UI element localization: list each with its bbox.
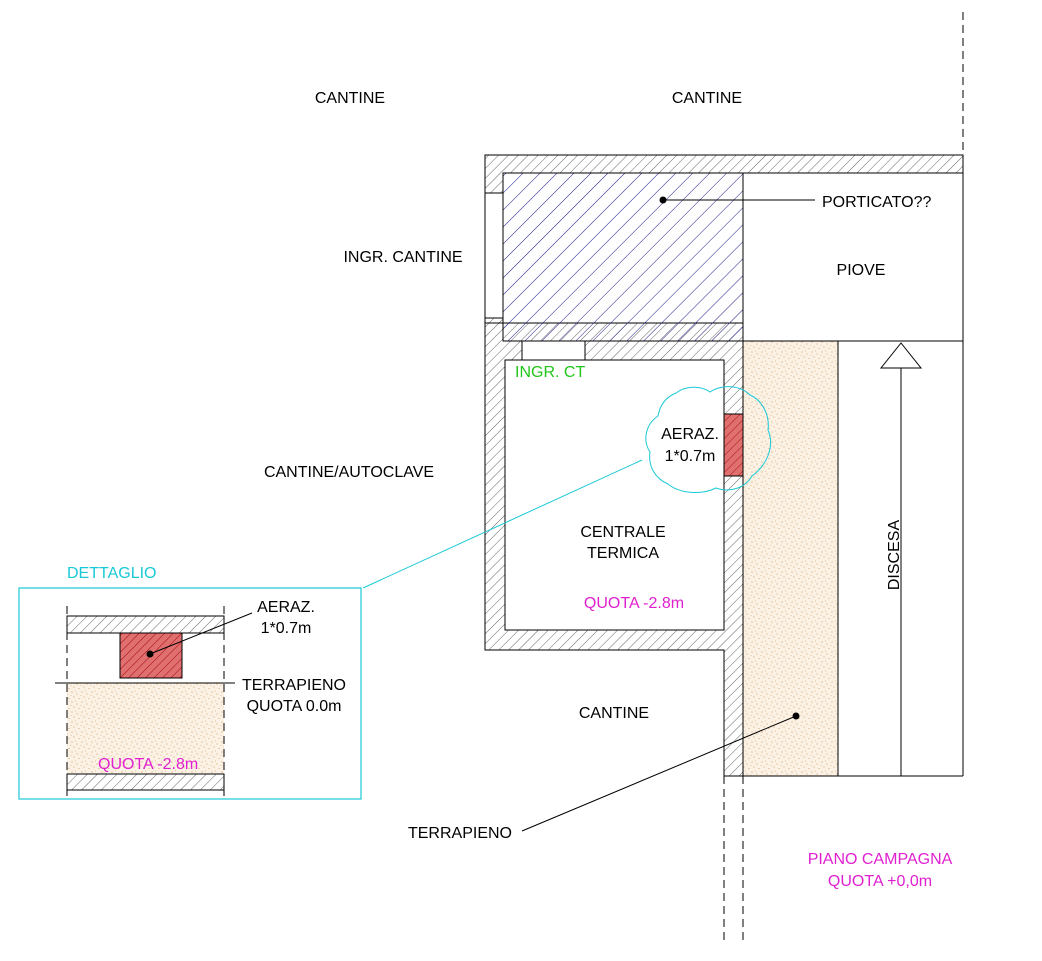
label-cantine-autoclave: CANTINE/AUTOCLAVE xyxy=(264,464,434,481)
vent-callout-cloud xyxy=(645,386,772,493)
detail-vent-dot xyxy=(146,650,154,658)
leaders xyxy=(521,199,815,832)
label-det-terrapieno-2: QUOTA 0.0m xyxy=(247,698,342,715)
walls xyxy=(484,154,964,777)
vent-opening xyxy=(723,413,744,477)
label-terrapieno: TERRAPIENO xyxy=(408,825,512,842)
ingr-cantine-opening xyxy=(484,192,504,319)
detail-link xyxy=(362,459,643,589)
label-cantine-right: CANTINE xyxy=(672,90,742,107)
label-cantine-bottom: CANTINE xyxy=(579,705,649,722)
label-centrale-1: CENTRALE xyxy=(580,524,665,541)
detail-bottom-wall xyxy=(66,773,225,791)
label-det-aeraz-2: 1*0.7m xyxy=(261,620,312,637)
terrapieno-dot xyxy=(792,712,800,720)
label-dettaglio: DETTAGLIO xyxy=(67,565,157,582)
label-aeraz-1: AERAZ. xyxy=(661,426,719,443)
label-det-quota: QUOTA -2.8m xyxy=(98,756,198,773)
label-discesa: DISCESA xyxy=(886,520,903,591)
detail-top-wall xyxy=(66,615,225,634)
label-piano-1: PIANO CAMPAGNA xyxy=(808,851,953,868)
dashed-lines xyxy=(723,12,964,945)
label-piano-2: QUOTA +0,0m xyxy=(828,873,932,890)
label-porticato: PORTICATO?? xyxy=(822,194,931,211)
detail-dashed xyxy=(66,606,225,797)
detail-vent-leader xyxy=(149,612,253,655)
terrapieno-fill xyxy=(742,340,839,777)
label-aeraz-2: 1*0.7m xyxy=(665,448,716,465)
porticato-area xyxy=(502,172,744,342)
detail-frame xyxy=(18,587,362,800)
labels: CANTINE CANTINE INGR. CANTINE PORTICATO?… xyxy=(67,90,953,890)
porticato-dot xyxy=(659,196,667,204)
detail-earth xyxy=(67,683,224,774)
label-cantine-left: CANTINE xyxy=(315,90,385,107)
label-quota-ct: QUOTA -2.8m xyxy=(584,595,684,612)
label-ingr-cantine: INGR. CANTINE xyxy=(343,249,462,266)
label-det-terrapieno-1: TERRAPIENO xyxy=(242,677,346,694)
label-piove: PIOVE xyxy=(837,262,886,279)
label-det-aeraz-1: AERAZ. xyxy=(257,599,315,616)
label-centrale-2: TERMICA xyxy=(587,545,659,562)
ramp-arrow xyxy=(879,342,923,776)
label-ingr-ct: INGR. CT xyxy=(515,364,585,381)
detail-drawing xyxy=(55,606,253,797)
ingr-ct-opening xyxy=(521,340,586,361)
